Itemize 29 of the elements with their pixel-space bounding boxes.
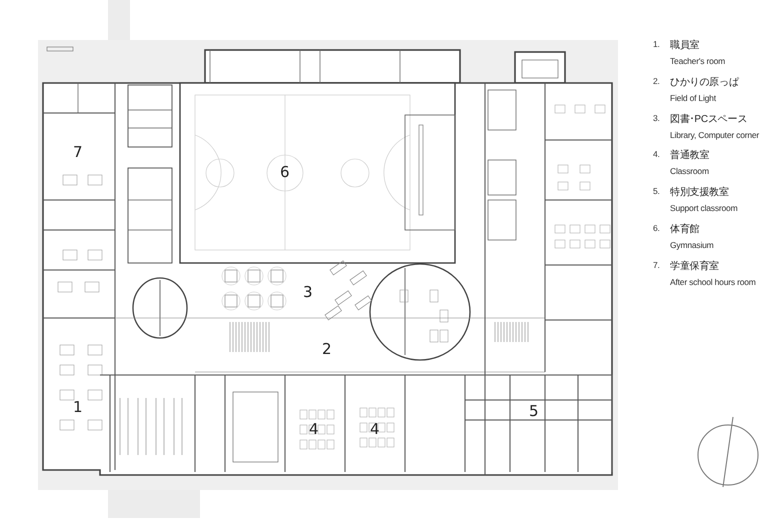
room-name: 図書･PCスペース: [670, 114, 748, 125]
room-name: 体育館: [670, 224, 700, 235]
room-name-translation: Teacher's room: [670, 57, 726, 66]
room-name-translation: Field of Light: [670, 94, 716, 104]
room-number: 7: [73, 145, 83, 160]
room-name: 職員室: [670, 40, 700, 51]
legend-number: 1.: [653, 40, 660, 50]
room-name-translation: Support classroom: [670, 204, 738, 214]
room-name: 学童保育室: [670, 260, 720, 272]
legend-number: 5.: [653, 187, 660, 197]
room-name-translation: Classroom: [670, 167, 709, 177]
room-name-translation: Library, Computer corner: [670, 130, 760, 140]
room-number: 4: [370, 422, 380, 437]
room-number: 4: [309, 422, 319, 437]
room-name-translation: After school hours room: [670, 278, 756, 288]
legend-number: 7.: [653, 260, 660, 270]
legend-number: 6.: [653, 224, 660, 234]
room-name: ひかりの原っぱ: [670, 76, 739, 88]
room-name: 特別支援教室: [670, 187, 729, 198]
legend-number: 2.: [653, 76, 660, 86]
room-number: 5: [529, 404, 539, 419]
room-name-translation: Gymnasium: [670, 241, 714, 250]
room-name: 普通教室: [670, 150, 710, 162]
legend-number: 3.: [653, 114, 660, 123]
room-number: 3: [303, 285, 313, 300]
room-number: 2: [322, 342, 332, 357]
legend-number: 4.: [653, 150, 660, 160]
room-number: 1: [73, 400, 83, 415]
room-number: 6: [280, 165, 290, 180]
